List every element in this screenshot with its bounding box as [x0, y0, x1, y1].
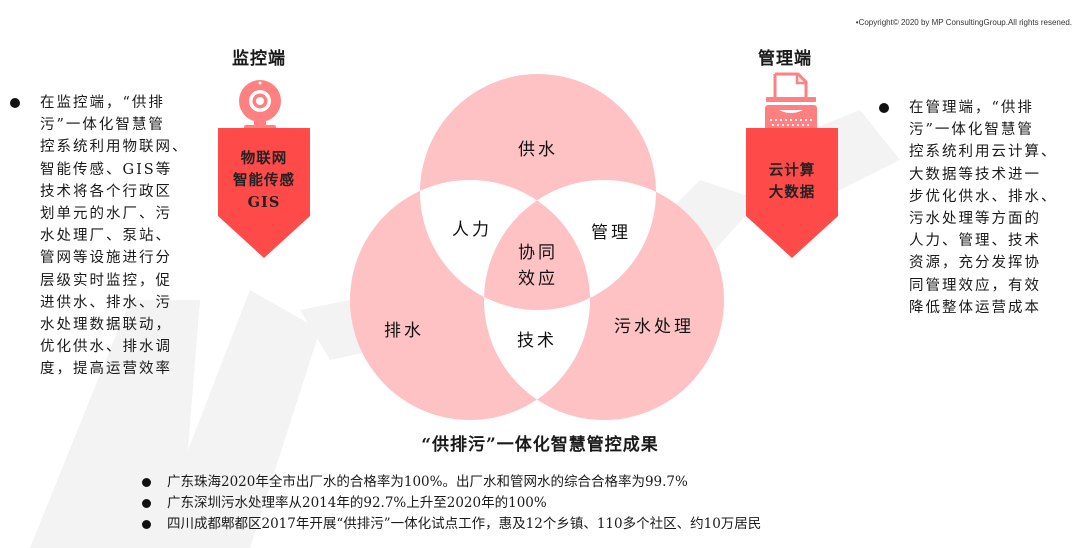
desc-line: 水处理数据联动， — [40, 317, 172, 334]
bullet-icon — [142, 520, 151, 529]
desc-line: 大数据等技术进一 — [909, 166, 1041, 183]
desc-line: 人力、管理、技术 — [909, 233, 1041, 250]
venn-label-sewage: 污水处理 — [614, 317, 694, 337]
bullet-icon — [142, 478, 151, 487]
bullet-icon — [10, 98, 20, 108]
result-item: 广东深圳污水处理率从2014年的92.7%上升至2020年的100% — [140, 493, 761, 514]
desc-line: 污”一体化智慧管 — [40, 117, 165, 134]
venn-label-drainage: 排水 — [384, 321, 424, 341]
desc-line: 污水处理等方面的 — [909, 211, 1041, 228]
badge-line: 云计算 — [768, 162, 816, 179]
desc-line: 管网等设施进行分 — [40, 250, 172, 267]
desc-line: 污”一体化智慧管 — [909, 122, 1034, 139]
desc-line: 资源，充分发挥协 — [909, 255, 1041, 272]
badge-line: 物联网 — [240, 150, 288, 167]
management-title: 管理端 — [758, 49, 812, 69]
desc-line: 控系统利用云计算、 — [909, 144, 1058, 161]
bullet-icon — [142, 499, 151, 508]
desc-line: 在监控端，“供排 — [40, 95, 165, 111]
monitor-tech-badge: 物联网 智能传感 GIS — [218, 128, 310, 258]
desc-line: 水处理厂、泵站、 — [40, 228, 172, 245]
venn-label-synergy-1: 协同 — [518, 243, 558, 263]
arrow-down-shape — [218, 128, 310, 258]
result-item: 广东珠海2020年全市出厂水的合格率为100%。出厂水和管网水的综合合格率为99… — [140, 472, 761, 493]
desc-line: 同管理效应，有效 — [909, 277, 1041, 294]
desc-line: 智能传感、GIS等 — [40, 161, 173, 178]
desc-line: 度，提高运营效率 — [40, 361, 172, 378]
badge-line: GIS — [247, 194, 281, 211]
results-title: “供排污”一体化智慧管控成果 — [421, 435, 659, 455]
venn-label-management: 管理 — [591, 223, 631, 243]
monitor-description: 在监控端，“供排 污”一体化智慧管 控系统利用物联网、 智能传感、GIS等 技术… — [10, 92, 189, 381]
badge-line: 智能传感 — [233, 172, 295, 189]
result-text: 广东深圳污水处理率从2014年的92.7%上升至2020年的100% — [167, 495, 547, 511]
desc-line: 技术将各个行政区 — [40, 183, 172, 200]
bullet-icon — [879, 103, 889, 113]
venn-label-manpower: 人力 — [452, 220, 492, 240]
desc-line: 在管理端，“供排 — [909, 100, 1034, 116]
desc-line: 控系统利用物联网、 — [40, 139, 189, 156]
copyright-notice: •Copyright© 2020 by MP ConsultingGroup.A… — [855, 18, 1072, 27]
desc-line: 优化供水、排水调 — [40, 339, 172, 356]
desc-line: 划单元的水厂、污 — [40, 206, 172, 223]
result-text: 四川成都郫都区2017年开展“供排污”一体化试点工作，惠及12个乡镇、110多个… — [167, 516, 762, 532]
management-tech-badge: 云计算 大数据 — [746, 128, 838, 258]
results-list: 广东珠海2020年全市出厂水的合格率为100%。出厂水和管网水的综合合格率为99… — [140, 472, 761, 535]
venn-label-technology: 技术 — [517, 331, 557, 351]
desc-line: 步优化供水、排水、 — [909, 188, 1058, 205]
result-item: 四川成都郫都区2017年开展“供排污”一体化试点工作，惠及12个乡镇、110多个… — [140, 514, 761, 535]
result-text: 广东珠海2020年全市出厂水的合格率为100%。出厂水和管网水的综合合格率为99… — [167, 474, 688, 490]
desc-line: 层级实时监控，促 — [40, 272, 172, 289]
typewriter-icon — [765, 72, 817, 131]
desc-line: 降低整体运营成本 — [909, 299, 1041, 316]
badge-line: 大数据 — [768, 184, 816, 201]
venn-label-synergy-2: 效应 — [518, 269, 558, 289]
desc-line: 进供水、排水、污 — [40, 294, 172, 311]
monitor-title: 监控端 — [232, 49, 286, 69]
management-description: 在管理端，“供排 污”一体化智慧管 控系统利用云计算、 大数据等技术进一 步优化… — [879, 97, 1058, 319]
triple-overlap — [484, 180, 590, 310]
venn-label-water-supply: 供水 — [518, 140, 558, 160]
arrow-down-shape — [746, 128, 838, 258]
